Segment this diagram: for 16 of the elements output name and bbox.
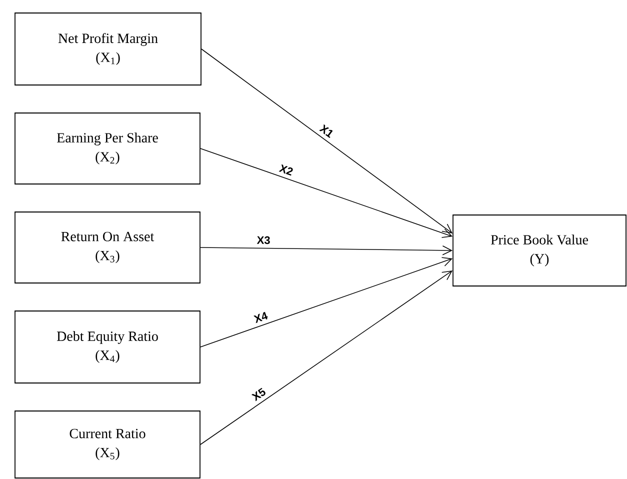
edge-label: X3 [256, 235, 272, 246]
arrow [200, 245, 453, 256]
variable-box: Return On Asset (X$_{3}$) [14, 212, 200, 284]
variable-box: Earning Per Share (X$_{2}$) [14, 112, 200, 184]
edge-label: X2 [277, 162, 296, 178]
edge-label: X1 [318, 122, 336, 140]
variable-box: Current Ratio (X$_{5}$) [14, 410, 200, 478]
arrow [200, 148, 453, 238]
edge-label: X5 [250, 386, 268, 403]
arrow [200, 270, 453, 445]
variable-box: Price Book Value (Y) [452, 214, 626, 286]
variable-box: Net Profit Margin (X$_{1}$) [14, 12, 202, 86]
arrow [200, 257, 453, 348]
arrow [201, 48, 453, 234]
variable-box: Debt Equity Ratio (X$_{4}$) [14, 310, 200, 384]
edge-label: X4 [252, 310, 270, 324]
